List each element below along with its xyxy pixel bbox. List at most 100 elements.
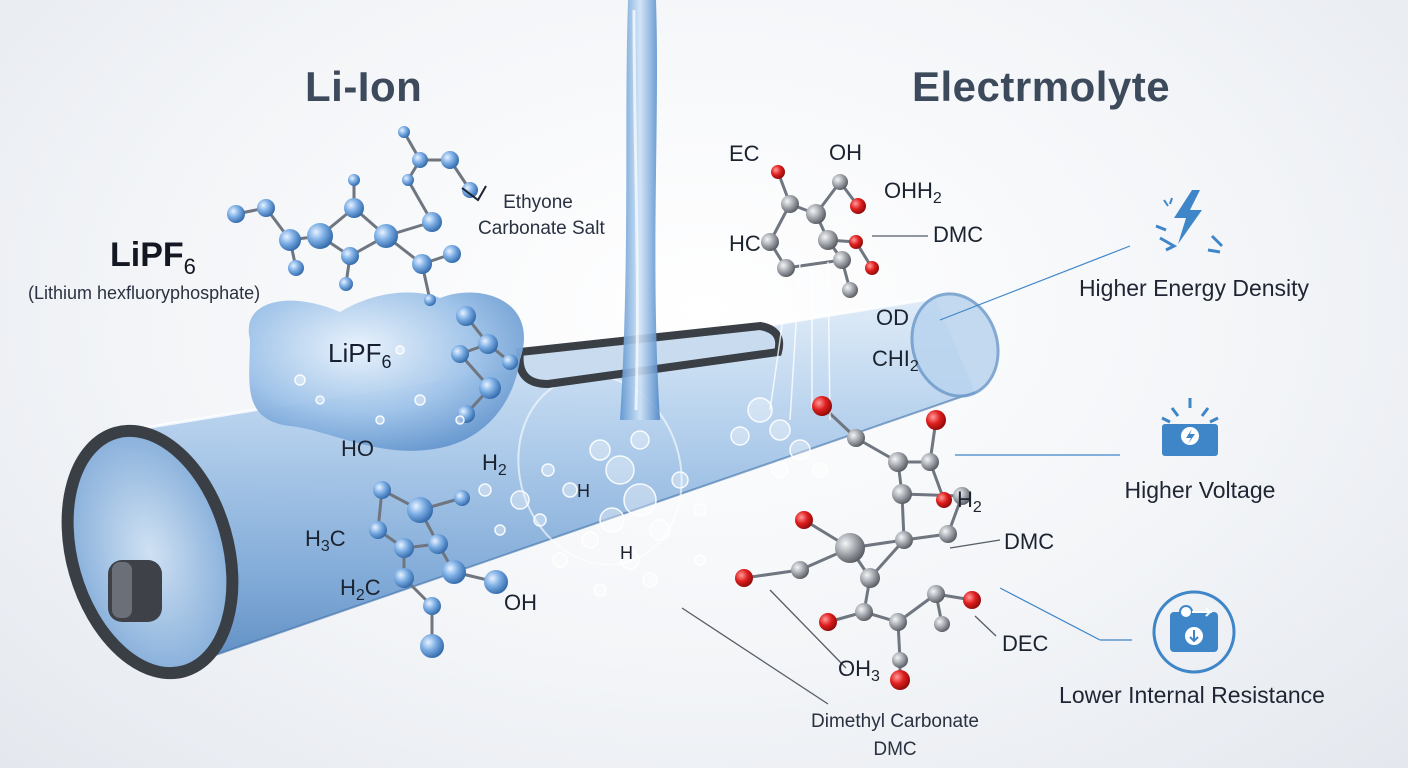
bubble [315, 395, 325, 405]
droplet-molecule-atom [502, 354, 518, 370]
salt-molecule-atom [344, 198, 364, 218]
dmc-molecule-atom [735, 569, 753, 587]
bubble [478, 483, 492, 497]
bubble [494, 524, 506, 536]
ethylene-molecule-atom [394, 538, 414, 558]
ethylene-molecule-atom [423, 597, 441, 615]
feature-higher-voltage: Higher Voltage [1124, 477, 1276, 503]
ec-molecule-atom [771, 165, 785, 179]
dmc-molecule-atom [812, 396, 832, 416]
feature-lower-resistance: Lower Internal Resistance [1059, 682, 1325, 708]
salt-molecule-atom [257, 199, 275, 217]
label-h2: H2 [482, 450, 507, 479]
bubble [455, 415, 465, 425]
droplet-molecule-atom [457, 405, 475, 423]
salt-formula: LiPF6 [110, 236, 196, 279]
bubble [533, 513, 547, 527]
label-h-a: H [577, 481, 590, 501]
salt-molecule-atom [288, 260, 304, 276]
salt-molecule-atom [441, 151, 459, 169]
label-h2-right: H2 [957, 487, 982, 516]
bubble [730, 426, 750, 446]
dmc-molecule-atom [847, 429, 865, 447]
salt-molecule-atom [227, 205, 245, 223]
ec-molecule-atom [832, 174, 848, 190]
droplet-molecule-atom [478, 334, 498, 354]
bubble [693, 503, 707, 517]
cylinder-body [120, 298, 975, 668]
label-oh3: OH3 [838, 656, 880, 685]
label-hc: HC [729, 231, 761, 256]
dmc-molecule-atom [890, 670, 910, 690]
droplet-molecule-atom [456, 306, 476, 326]
bubble [649, 519, 671, 541]
electrolyte-stream [620, 0, 660, 420]
dmc-molecule-atom [963, 591, 981, 609]
ethylene-molecule-atom [373, 481, 391, 499]
salt-molecule-atom [374, 224, 398, 248]
cylinder-far-end [910, 292, 1000, 398]
dmc-molecule-atom [921, 453, 939, 471]
ec-molecule-bond [785, 258, 843, 270]
salt-molecule-atom [443, 245, 461, 263]
bubble [630, 430, 650, 450]
label-h2c: H2C [340, 575, 381, 604]
dmc-molecule-atom [892, 484, 912, 504]
salt-fullname: (Lithium hexfluoryphosphate) [28, 283, 261, 303]
ec-molecule-atom [806, 204, 826, 224]
ec-molecule-atom [818, 230, 838, 250]
callout-dec: DEC [1002, 631, 1049, 656]
dmc-molecule-bond [901, 492, 963, 498]
ec-molecule-atom [781, 195, 799, 213]
bubble [593, 583, 607, 597]
ethylene-molecule-atom [428, 534, 448, 554]
label-ec: EC [729, 141, 760, 166]
dmc-molecule-atom [892, 652, 908, 668]
dmc-molecule-atom [819, 613, 837, 631]
bubble [769, 419, 791, 441]
label-chi2: CHI2 [872, 346, 919, 375]
callout-dmc-top: DMC [933, 222, 984, 247]
droplet-molecule-atom [451, 345, 469, 363]
salt-molecule-atom [422, 212, 442, 232]
bubble [375, 415, 385, 425]
salt-molecule-atom [462, 182, 478, 198]
ec-molecule-atom [850, 198, 866, 214]
dissolution-strand [769, 269, 791, 411]
bubbles [294, 345, 828, 597]
ethylene-molecule-atom [407, 497, 433, 523]
dmc-molecule-atom [889, 613, 907, 631]
label-h3c: H3C [305, 526, 346, 555]
label-ohh2: OHH2 [884, 178, 942, 207]
bubble [671, 471, 689, 489]
ec-molecule-atom [777, 259, 795, 277]
battery-cylinder [61, 292, 1000, 680]
salt-molecule-atom [307, 223, 333, 249]
lipf6-droplet [248, 292, 524, 451]
voltage-battery-icon [1161, 398, 1219, 456]
droplet-molecule-atom [479, 377, 501, 399]
dmc-molecule-atom [860, 568, 880, 588]
bubble [541, 463, 555, 477]
ec-molecule-atom [849, 235, 863, 249]
ec-molecule-atom [761, 233, 779, 251]
dmc-molecule-atom [939, 525, 957, 543]
salt-molecule-atom [424, 294, 436, 306]
label-h-b: H [620, 543, 633, 563]
dmc-molecule-atom [791, 561, 809, 579]
dmc-molecule-atom [855, 603, 873, 621]
bubble [694, 554, 706, 566]
dmc-molecule-atom [895, 531, 913, 549]
ec-molecule-atom [865, 261, 879, 275]
bubble [589, 439, 611, 461]
dmc-molecule-atom [936, 492, 952, 508]
label-od: OD [876, 305, 909, 330]
bubble [581, 531, 599, 549]
dmc-molecule-atom [934, 616, 950, 632]
dmc-molecule-atom [835, 533, 865, 563]
feature-energy-density: Higher Energy Density [1078, 275, 1310, 301]
molecule-atoms [227, 126, 981, 690]
